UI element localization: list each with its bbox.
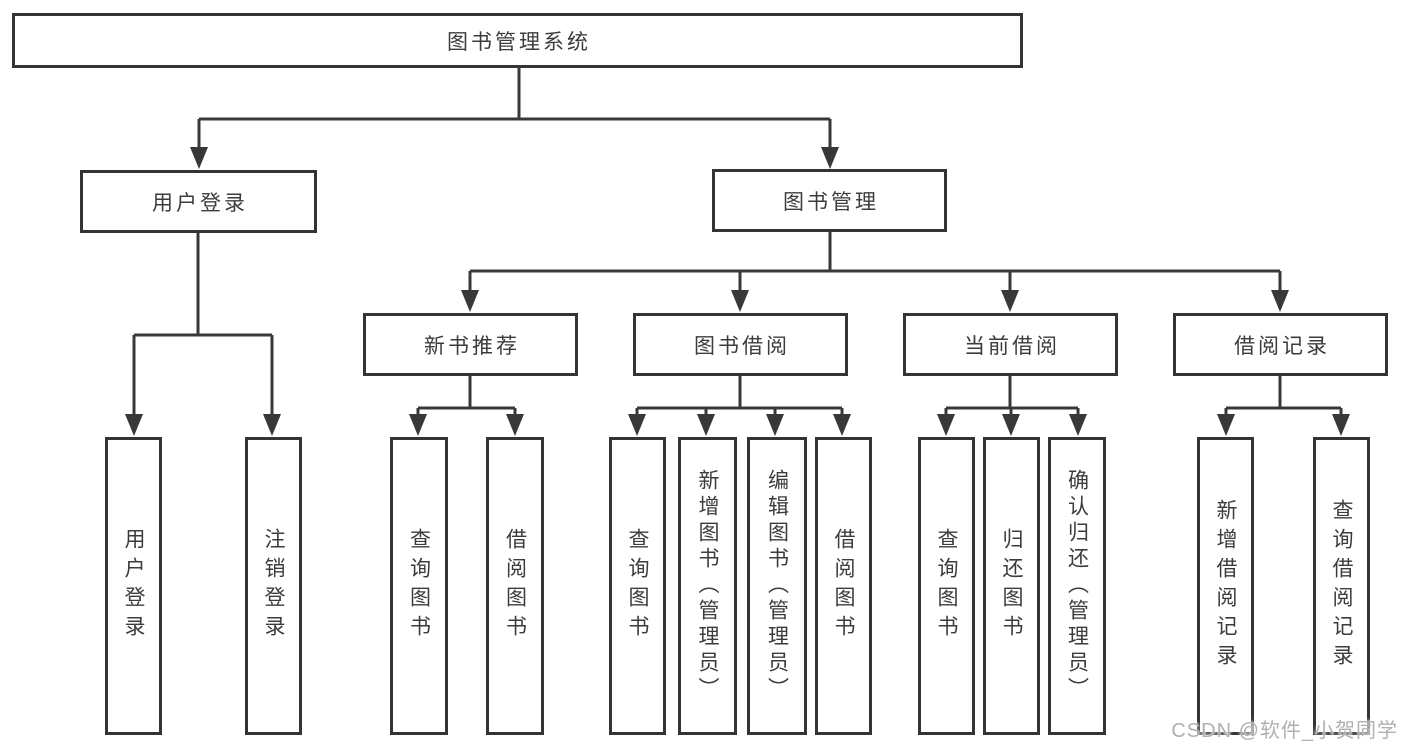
leaf-borrow-add-books-admin-label: 新增图书（管理员） [696, 469, 719, 703]
arrow-down-icon [1332, 414, 1350, 436]
arrow-down-icon [506, 414, 524, 436]
arrow-down-icon [263, 414, 281, 436]
node-current-borrow-label: 当前借阅 [964, 334, 1060, 358]
arrow-down-icon [821, 147, 839, 169]
leaf-records-query-record-label: 查询借阅记录 [1330, 499, 1353, 673]
node-user-login: 用户登录 [80, 170, 317, 233]
leaf-records-add-record: 新增借阅记录 [1197, 437, 1254, 735]
node-borrow-records-label: 借阅记录 [1234, 334, 1330, 358]
node-book-borrow: 图书借阅 [633, 313, 848, 376]
node-book-borrow-label: 图书借阅 [694, 334, 790, 358]
leaf-newrec-query-books: 查询图书 [390, 437, 448, 735]
leaf-newrec-borrow-books-label: 借阅图书 [503, 528, 527, 644]
connector-borrow-records-split [1226, 376, 1341, 410]
connector-root-split [199, 68, 830, 121]
leaf-borrow-borrow-books: 借阅图书 [815, 437, 872, 735]
leaf-newrec-borrow-books: 借阅图书 [486, 437, 544, 735]
arrow-down-icon [1001, 290, 1019, 312]
connector-leaf-arrow-stems [416, 408, 1343, 418]
node-book-management: 图书管理 [712, 169, 947, 232]
node-root-label: 图书管理系统 [447, 30, 591, 54]
node-borrow-records: 借阅记录 [1173, 313, 1388, 376]
node-new-book-recommend-label: 新书推荐 [424, 334, 520, 358]
arrow-down-icon [697, 414, 715, 436]
leaf-current-query-books-label: 查询图书 [935, 528, 958, 644]
leaf-current-confirm-return-admin-label: 确认归还（管理员） [1065, 469, 1089, 703]
leaf-user-login-label: 用户登录 [122, 528, 145, 644]
arrow-down-icon [1217, 414, 1235, 436]
arrow-down-icon [731, 290, 749, 312]
leaf-user-login: 用户登录 [105, 437, 162, 735]
arrow-down-icon [628, 414, 646, 436]
leaf-borrow-borrow-books-label: 借阅图书 [832, 528, 855, 644]
connector-book-mgmt-split [470, 232, 1280, 273]
node-new-book-recommend: 新书推荐 [363, 313, 578, 376]
leaf-records-query-record: 查询借阅记录 [1313, 437, 1370, 735]
connector-leafA-arrow-stems [132, 335, 274, 418]
leaf-borrow-edit-books-admin-label: 编辑图书（管理员） [765, 469, 789, 703]
leaf-borrow-query-books: 查询图书 [609, 437, 666, 735]
arrow-down-icon [125, 414, 143, 436]
node-user-login-label: 用户登录 [152, 191, 248, 215]
leaf-records-add-record-label: 新增借阅记录 [1214, 499, 1237, 673]
node-book-management-label: 图书管理 [783, 190, 879, 214]
leaf-current-return-books-label: 归还图书 [1000, 528, 1023, 644]
arrow-down-icon [461, 290, 479, 312]
leaf-borrow-edit-books-admin: 编辑图书（管理员） [747, 437, 807, 735]
leaf-current-query-books: 查询图书 [918, 437, 975, 735]
watermark: CSDN @软件_小贺同学 [1171, 720, 1398, 742]
leaf-logout: 注销登录 [245, 437, 302, 735]
leaf-borrow-query-books-label: 查询图书 [626, 528, 649, 644]
leaf-logout-label: 注销登录 [262, 528, 285, 644]
node-current-borrow: 当前借阅 [903, 313, 1118, 376]
node-root: 图书管理系统 [12, 13, 1023, 68]
connector-current-borrow-split [946, 376, 1078, 410]
arrow-down-icon [409, 414, 427, 436]
arrow-down-icon [1271, 290, 1289, 312]
connector-new-rec-split [418, 376, 515, 410]
arrow-down-icon [937, 414, 955, 436]
arrow-down-icon [1069, 414, 1087, 436]
connector-user-login-split [134, 233, 272, 337]
connector-level3-arrow-stems [468, 271, 1282, 294]
leaf-current-return-books: 归还图书 [983, 437, 1040, 735]
leaf-borrow-add-books-admin: 新增图书（管理员） [678, 437, 737, 735]
leaf-newrec-query-books-label: 查询图书 [407, 528, 431, 644]
connector-book-borrow-split [637, 376, 842, 410]
arrow-down-icon [833, 414, 851, 436]
arrow-down-icon [766, 414, 784, 436]
connector-level2-arrow-stems [197, 119, 832, 151]
leaf-current-confirm-return-admin: 确认归还（管理员） [1048, 437, 1106, 735]
arrow-down-icon [190, 147, 208, 169]
arrow-down-icon [1002, 414, 1020, 436]
